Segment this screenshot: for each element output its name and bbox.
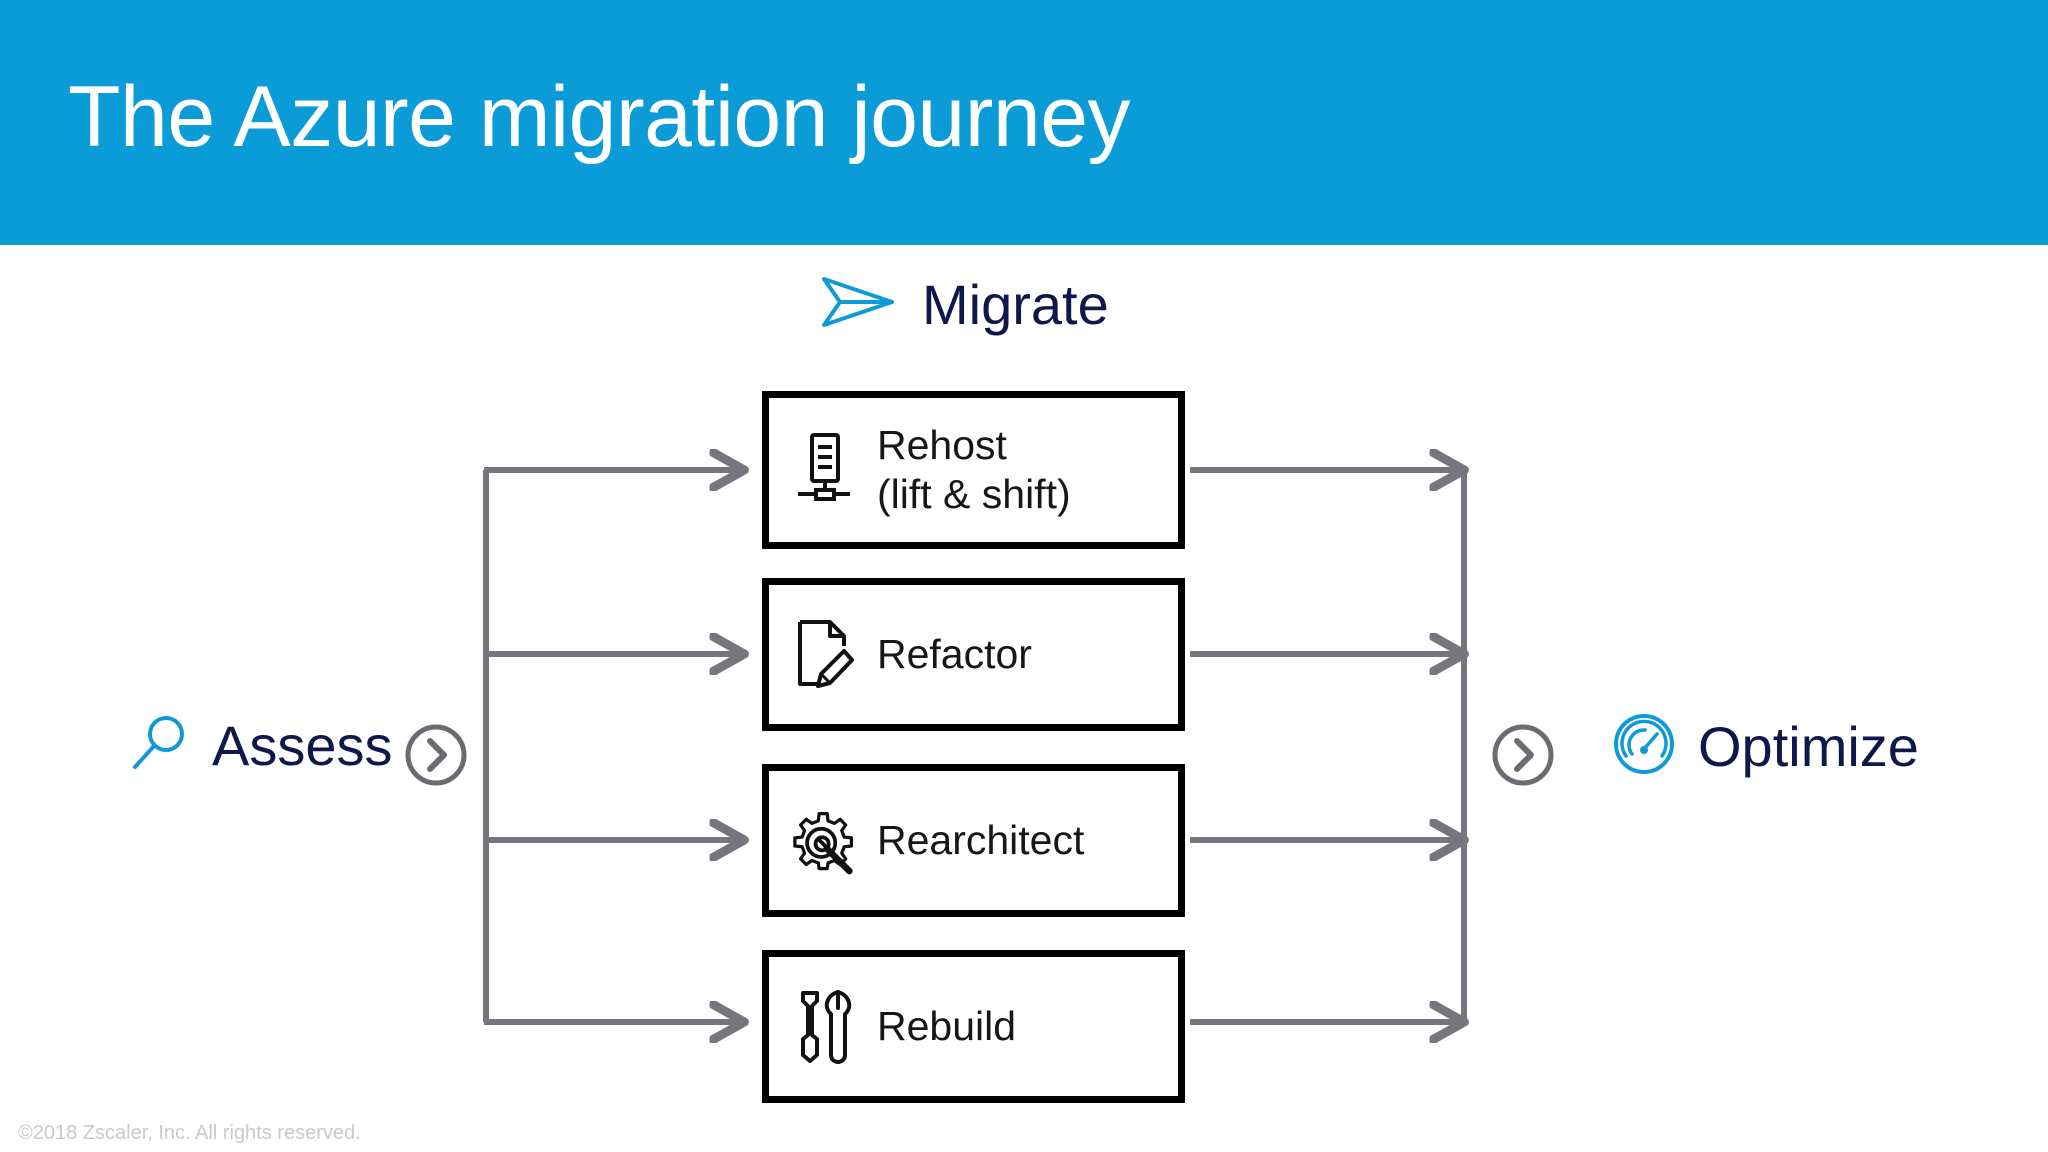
migrate-heading: Migrate (820, 272, 1109, 337)
option-box-refactor[interactable]: Refactor (762, 578, 1185, 731)
option-box-rearchitect[interactable]: Rearchitect (762, 764, 1185, 917)
option-label-rehost: Rehost (lift & shift) (877, 421, 1071, 517)
page-title: The Azure migration journey (68, 69, 1131, 165)
optimize-label: Optimize (1698, 715, 1919, 778)
chevron-right-circle-icon-left (403, 722, 469, 788)
chevron-right-circle-icon-right (1490, 722, 1556, 788)
stage-optimize: Optimize (1612, 712, 1919, 781)
migrate-label: Migrate (922, 273, 1109, 336)
gauge-icon (1612, 712, 1676, 781)
footer-copyright: ©2018 Zscaler, Inc. All rights reserved. (18, 1122, 361, 1144)
option-label-rearchitect: Rearchitect (877, 816, 1085, 863)
option-label-refactor: Refactor (877, 630, 1032, 677)
header-band (0, 0, 2048, 245)
option-label-rebuild: Rebuild (877, 1002, 1017, 1049)
server-rack-icon (793, 431, 855, 509)
gear-wrench-icon (793, 802, 855, 880)
stage-assess: Assess (128, 712, 393, 779)
option-box-rehost[interactable]: Rehost (lift & shift) (762, 391, 1185, 549)
document-pencil-icon (793, 616, 855, 694)
paper-plane-icon (820, 273, 896, 336)
screwdriver-wrench-icon (793, 988, 855, 1066)
assess-label: Assess (212, 714, 393, 777)
option-box-rebuild[interactable]: Rebuild (762, 950, 1185, 1103)
magnifier-icon (128, 712, 190, 779)
